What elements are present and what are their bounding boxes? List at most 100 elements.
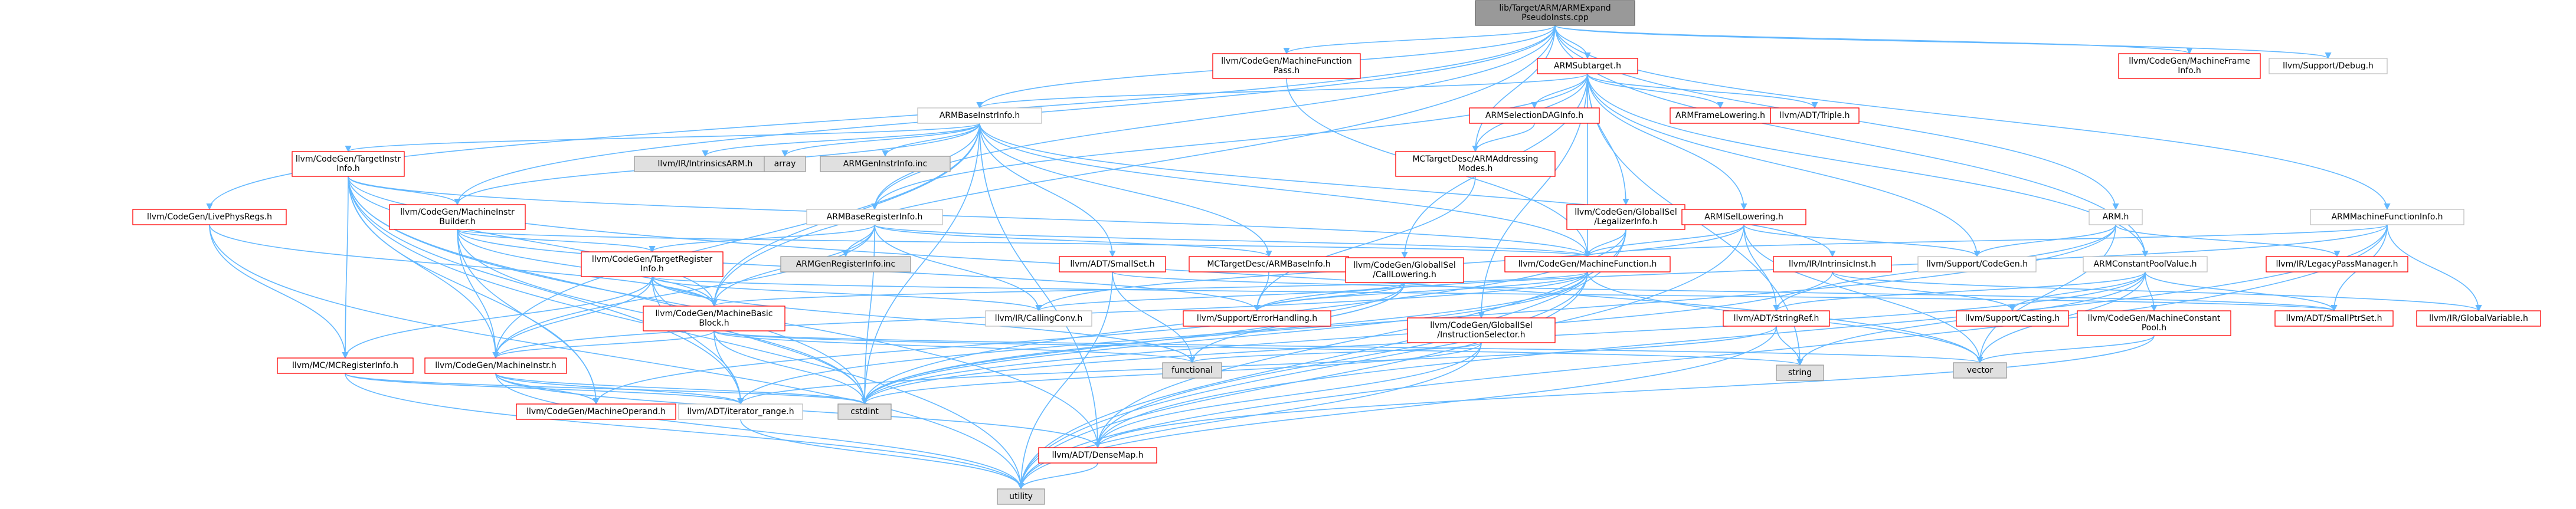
node-armcpv[interactable]: ARMConstantPoolValue.h [2083,256,2208,272]
node-smallptrset[interactable]: llvm/ADT/SmallPtrSet.h [2274,310,2394,327]
node-box [2310,209,2464,225]
node-box [1395,151,1556,177]
node-armh[interactable]: ARM.h [2089,209,2143,225]
edge-giselinstsel-to-functional [1189,342,1482,364]
node-label: llvm/MC/MCRegisterInfo.h [292,361,398,370]
node-functional: functional [1162,362,1222,379]
node-globalvar[interactable]: llvm/IR/GlobalVariable.h [2416,310,2541,327]
edge-targetinstr-to-utility [348,176,1024,490]
node-label: llvm/ADT/Triple.h [1780,111,1850,120]
edge-targetinstr-to-iteratorrange [348,176,744,405]
edge-armsubtarget-to-armbaseinstr [976,73,1588,109]
edge-root-to-liveregs [206,25,1556,211]
edge-giselinstsel-to-densemap [1094,342,1482,449]
edge-armcpv-to-smallptrset [2145,271,2338,312]
node-machineoperand[interactable]: llvm/CodeGen/MachineOperand.h [516,403,676,420]
edge-machinefunc-to-utility [1017,271,1588,490]
edge-armbaseinstr-to-smallset [979,123,1116,258]
node-label: cstdint [850,407,879,416]
node-label: llvm/Support/Casting.h [1965,314,2060,323]
node-box [1475,0,1635,26]
node-stringref[interactable]: llvm/ADT/StringRef.h [1723,310,1830,327]
node-label: llvm/IR/GlobalVariable.h [2429,314,2528,323]
edge-stringref-to-string [1776,326,1803,366]
node-label: PseudoInsts.cpp [1521,13,1589,22]
node-label: Builder.h [439,217,476,226]
node-giselcall[interactable]: llvm/CodeGen/GlobalISel/CallLowering.h [1345,257,1464,283]
node-label: llvm/ADT/StringRef.h [1734,314,1819,323]
node-box [1956,310,2069,327]
node-liveregs[interactable]: llvm/CodeGen/LivePhysRegs.h [132,209,287,225]
edge-armbasereg-to-machinefunc [874,224,1591,258]
node-errorhandling[interactable]: llvm/Support/ErrorHandling.h [1183,310,1331,327]
node-label: ARMSelectionDAGInfo.h [1485,111,1583,120]
node-label: llvm/CodeGen/MachineInstr.h [435,361,557,370]
node-iteratorrange[interactable]: llvm/ADT/iterator_range.h [678,403,803,420]
node-label: llvm/CodeGen/MachineOperand.h [526,407,666,416]
node-box [837,403,892,420]
node-armisellow[interactable]: ARMISelLowering.h [1681,209,1806,225]
node-legacypm[interactable]: llvm/IR/LegacyPassManager.h [2266,256,2408,272]
node-giselinstsel[interactable]: llvm/CodeGen/GlobalISel/InstructionSelec… [1407,317,1556,343]
edge-root-to-armbasereg [871,25,1556,211]
node-label: llvm/CodeGen/TargetInstr [296,155,401,164]
node-label: ARM.h [2103,212,2129,222]
node-armmfinfo[interactable]: ARMMachineFunctionInfo.h [2310,209,2464,225]
node-mcreginfo[interactable]: llvm/MC/MCRegisterInfo.h [277,357,414,374]
edge-armbaseinstr-to-cstdint [861,123,980,405]
node-intrinsicinst[interactable]: llvm/IR/IntrinsicInst.h [1773,256,1892,272]
edge-armsubtarget-to-gisellegal [1587,73,1629,206]
node-machinefunc[interactable]: llvm/CodeGen/MachineFunction.h [1504,256,1671,272]
node-cstdint: cstdint [837,403,892,420]
node-codegen[interactable]: llvm/Support/CodeGen.h [1917,256,2037,272]
node-box [2274,310,2394,327]
edge-armsubtarget-to-armisellow [1587,73,1747,211]
node-armbaseinstr[interactable]: ARMBaseInstrInfo.h [917,107,1042,124]
edge-mibuilder-to-machinefunc [457,229,1590,258]
node-armbasereg[interactable]: ARMBaseRegisterInfo.h [806,209,943,225]
edge-armcpv-to-casting [2009,271,2146,312]
node-casting[interactable]: llvm/Support/Casting.h [1956,310,2069,327]
edge-armcpv-to-mcpool [2145,271,2158,312]
node-callingconv[interactable]: llvm/IR/CallingConv.h [985,310,1092,327]
node-machineinstr[interactable]: llvm/CodeGen/MachineInstr.h [424,357,567,374]
node-box [2266,256,2408,272]
node-box [643,306,785,331]
node-armsubtarget[interactable]: ARMSubtarget.h [1537,58,1638,74]
edge-armbaseinstr-to-armgeninstr [882,123,980,157]
edge-armh-to-legacypm [2115,224,2341,258]
node-gisellegal[interactable]: llvm/CodeGen/GlobalISel/LegalizerInfo.h [1566,204,1685,230]
node-label: Pass.h [1274,66,1300,75]
node-label: llvm/CodeGen/MachineConstant [2088,314,2221,323]
node-triple[interactable]: llvm/ADT/Triple.h [1770,107,1860,124]
edge-mbb-to-string [713,330,1803,366]
node-box [780,256,911,272]
edge-targetreg-to-smallptrset [652,276,2337,312]
edge-gisellegal-to-utility [1017,229,1626,490]
node-box [1162,362,1222,379]
node-box [2083,256,2208,272]
node-smallset[interactable]: llvm/ADT/SmallSet.h [1059,256,1166,272]
node-armframelow[interactable]: ARMFrameLowering.h [1670,107,1771,124]
node-box [1407,317,1556,343]
edge-mibuilder-to-targetreg [457,229,656,253]
node-debug[interactable]: llvm/Support/Debug.h [2269,58,2388,74]
node-label: string [1788,368,1812,377]
node-box [1189,256,1349,272]
node-densemap[interactable]: llvm/ADT/DenseMap.h [1038,447,1157,464]
node-box [2118,53,2261,79]
node-armseldag[interactable]: ARMSelectionDAGInfo.h [1469,107,1600,124]
edge-armisellow-to-utility [1017,224,1744,490]
edge-liveregs-to-mbb [209,224,718,307]
node-mcarmbase[interactable]: MCTargetDesc/ARMBaseInfo.h [1189,256,1349,272]
